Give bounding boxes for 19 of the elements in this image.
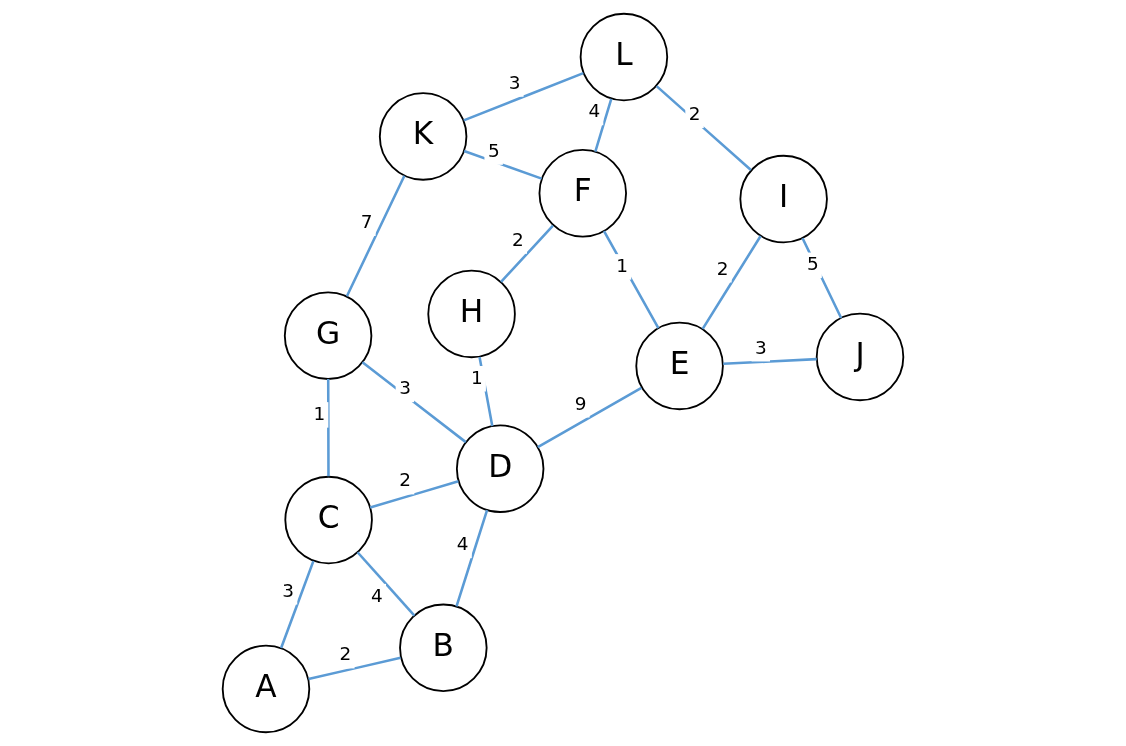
edge-label: 7: [360, 211, 373, 233]
edge-label: 2: [512, 228, 524, 250]
edge-label: 5: [487, 139, 500, 161]
edge-label: 4: [371, 584, 383, 606]
edge-label: 4: [588, 100, 601, 122]
edge-label: 4: [456, 533, 469, 555]
edge-label: 3: [399, 377, 411, 399]
edge-label: 1: [471, 366, 483, 388]
edge-label: 3: [755, 336, 767, 358]
edge-label: 1: [616, 254, 629, 276]
edge-label: 2: [716, 257, 729, 279]
edge-label: 1: [313, 402, 326, 424]
edge-label: 2: [399, 469, 412, 491]
edge-label: 2: [339, 643, 352, 665]
edge-label: 9: [574, 392, 587, 414]
edge-label: 5: [806, 253, 819, 275]
edge-label: 3: [508, 71, 521, 93]
edge-label: 2: [688, 103, 701, 125]
edge-label: 3: [282, 579, 295, 601]
